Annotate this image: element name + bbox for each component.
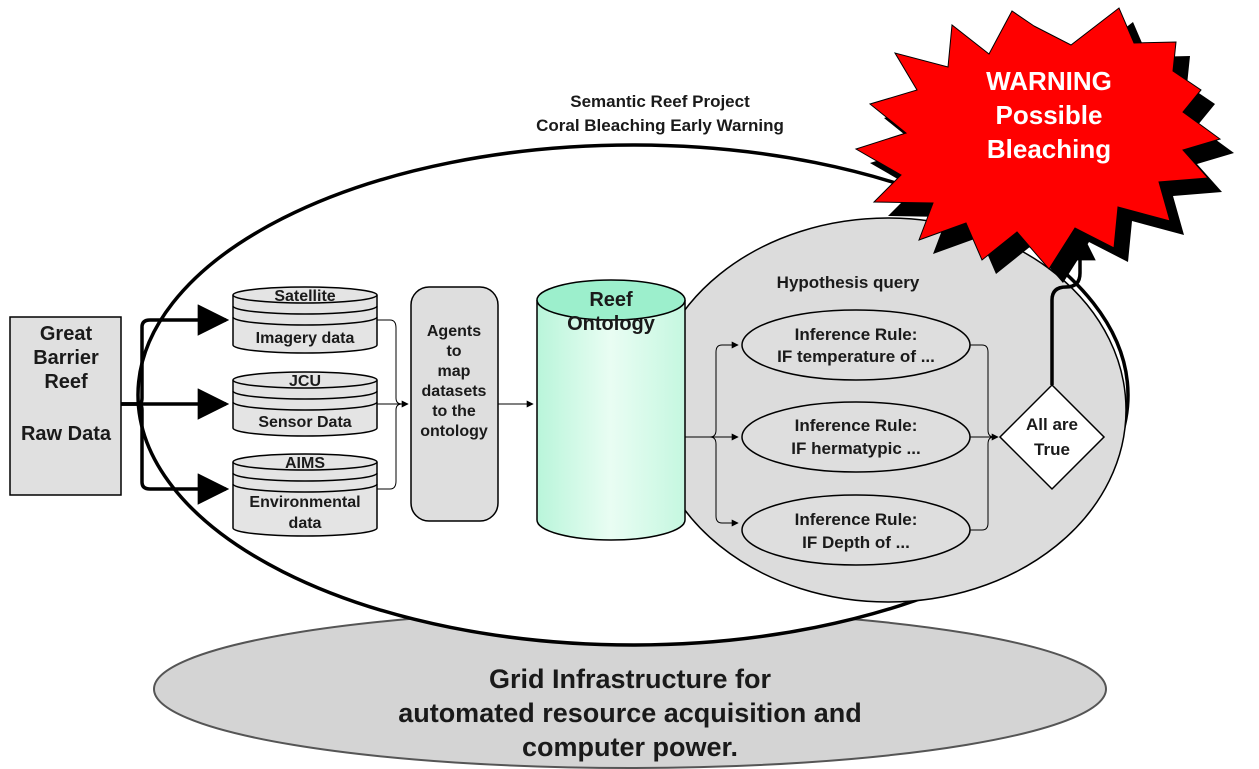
- grid-title-line2: automated resource acquisition and: [398, 698, 862, 728]
- rules-to-decision-connectors: [970, 344, 999, 531]
- dataset-jcu: [232, 371, 378, 437]
- raw-data-line3: Reef: [44, 371, 88, 393]
- dataset-satellite-top: Satellite: [274, 288, 335, 305]
- decision-diamond: [998, 383, 1106, 491]
- ontology-line2: Ontology: [567, 313, 656, 335]
- ontology-line1: Reef: [589, 289, 633, 311]
- title-line2: Coral Bleaching Early Warning: [536, 116, 784, 135]
- decision-to-warning-arrow: [1050, 228, 1096, 385]
- rule-2: [741, 401, 971, 473]
- dataset-aims-bottom-line2: data: [289, 515, 322, 532]
- rule-1-line1: Inference Rule:: [795, 325, 918, 344]
- agents-line2: to: [446, 343, 461, 360]
- hypothesis-label: Hypothesis query: [777, 273, 920, 292]
- ontology-to-rules-connectors: [685, 341, 739, 527]
- raw-data-box: [9, 316, 122, 496]
- warning-line1: WARNING: [986, 66, 1112, 96]
- agents-line1: Agents: [427, 323, 481, 340]
- raw-data-connectors: [121, 304, 230, 505]
- raw-data-line2: Barrier: [33, 347, 99, 369]
- dataset-jcu-bottom: Sensor Data: [258, 414, 351, 431]
- decision-line1: All are: [1026, 415, 1078, 434]
- dataset-connectors: [377, 319, 409, 490]
- dataset-aims: [232, 453, 378, 537]
- agents-line6: ontology: [420, 423, 488, 440]
- rule-3-line2: IF Depth of ...: [802, 533, 910, 552]
- grid-title-line3: computer power.: [522, 732, 738, 762]
- dataset-satellite-bottom: Imagery data: [256, 330, 355, 347]
- raw-data-line1: Great: [40, 323, 93, 345]
- warning-line3: Bleaching: [987, 134, 1111, 164]
- raw-data-line4: Raw Data: [21, 423, 112, 445]
- dataset-aims-bottom-line1: Environmental: [249, 494, 360, 511]
- rule-2-line2: IF hermatypic ...: [791, 439, 920, 458]
- rule-1: [741, 309, 971, 381]
- decision-line2: True: [1034, 440, 1070, 459]
- rule-1-line2: IF temperature of ...: [777, 347, 935, 366]
- dataset-satellite: [232, 286, 378, 354]
- agents-line5: to the: [432, 403, 476, 420]
- agents-line3: map: [438, 363, 471, 380]
- warning-line2: Possible: [996, 100, 1103, 130]
- rule-3-line1: Inference Rule:: [795, 510, 918, 529]
- dataset-jcu-top: JCU: [289, 373, 321, 390]
- reef-ontology-cylinder: [536, 279, 686, 541]
- rule-2-line1: Inference Rule:: [795, 416, 918, 435]
- dataset-aims-top: AIMS: [285, 455, 325, 472]
- title-line1: Semantic Reef Project: [570, 92, 750, 111]
- agents-line4: datasets: [422, 383, 487, 400]
- warning-starburst: [854, 7, 1234, 283]
- grid-title-line1: Grid Infrastructure for: [489, 664, 772, 694]
- rule-3: [741, 494, 971, 566]
